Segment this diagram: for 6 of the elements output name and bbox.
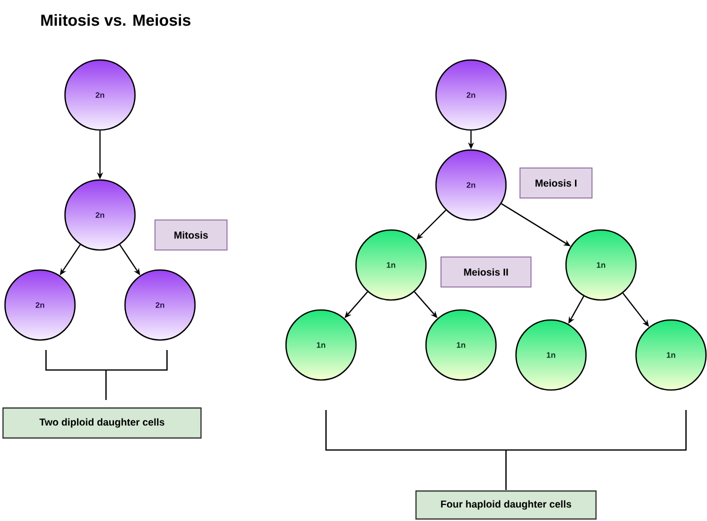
stage-label-box: Mitosis: [154, 220, 228, 250]
title: Miitosis vs. Meiosis: [41, 14, 190, 26]
stage-label-box: Meiosis II: [440, 256, 532, 288]
result-box: Two diploid daughter cells: [2, 407, 202, 439]
result-box: Four haploid daughter cells: [415, 490, 597, 520]
stage-label-box: Meiosis I: [520, 168, 592, 198]
